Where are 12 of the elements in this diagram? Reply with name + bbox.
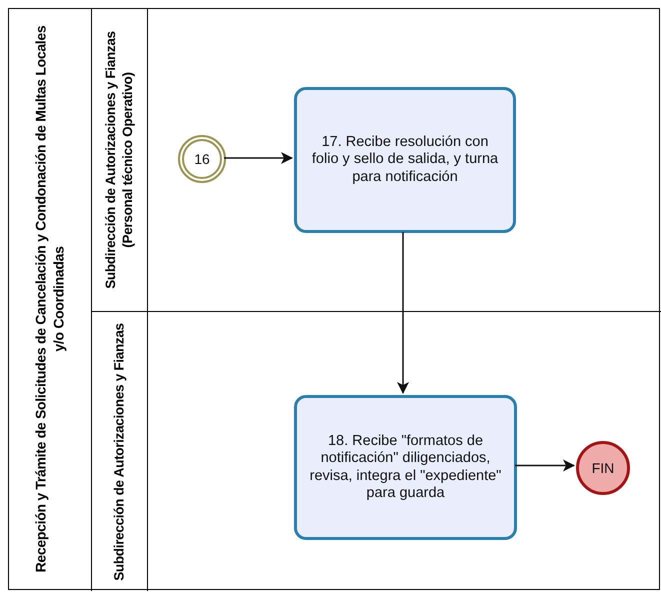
task-box: 18. Recibe "formatos de notificación" diligenciados, revisa, integra el "expediente" para guarda (294, 395, 517, 540)
arrow (397, 232, 409, 394)
pool-title: Recepción y Trámite de Solicitudes de Cancelación y Condonación de Multas Locales y/o Coordinadas (32, 24, 68, 574)
lane-title: Subdirección de Autorizaciones y Fianzas (111, 322, 128, 582)
end-event-circle: FIN (576, 441, 630, 495)
arrow (515, 460, 575, 472)
lane-title: Subdirección de Autorizaciones y Fianzas (Personal técnico Operativo) (102, 30, 136, 291)
start-event-circle: 16 (178, 135, 226, 183)
pool-box (8, 8, 660, 590)
arrow (224, 152, 293, 164)
task-box: 17. Recibe resolución con folio y sello de salida, y turna para notificación (294, 87, 516, 233)
swimlane (91, 311, 661, 591)
